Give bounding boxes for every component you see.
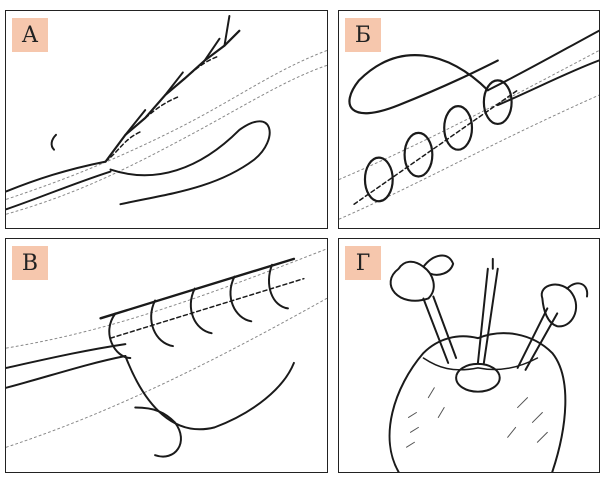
forceps-drawing-g (339, 239, 599, 472)
illustration-panel-a: А (5, 10, 328, 229)
suture-drawing-a (6, 11, 327, 228)
suture-drawing-v (6, 239, 327, 472)
suture-drawing-b (339, 11, 599, 228)
illustration-panel-g: Г (338, 238, 600, 473)
illustration-panel-v: В (5, 238, 328, 473)
illustration-panel-b: Б (338, 10, 600, 229)
